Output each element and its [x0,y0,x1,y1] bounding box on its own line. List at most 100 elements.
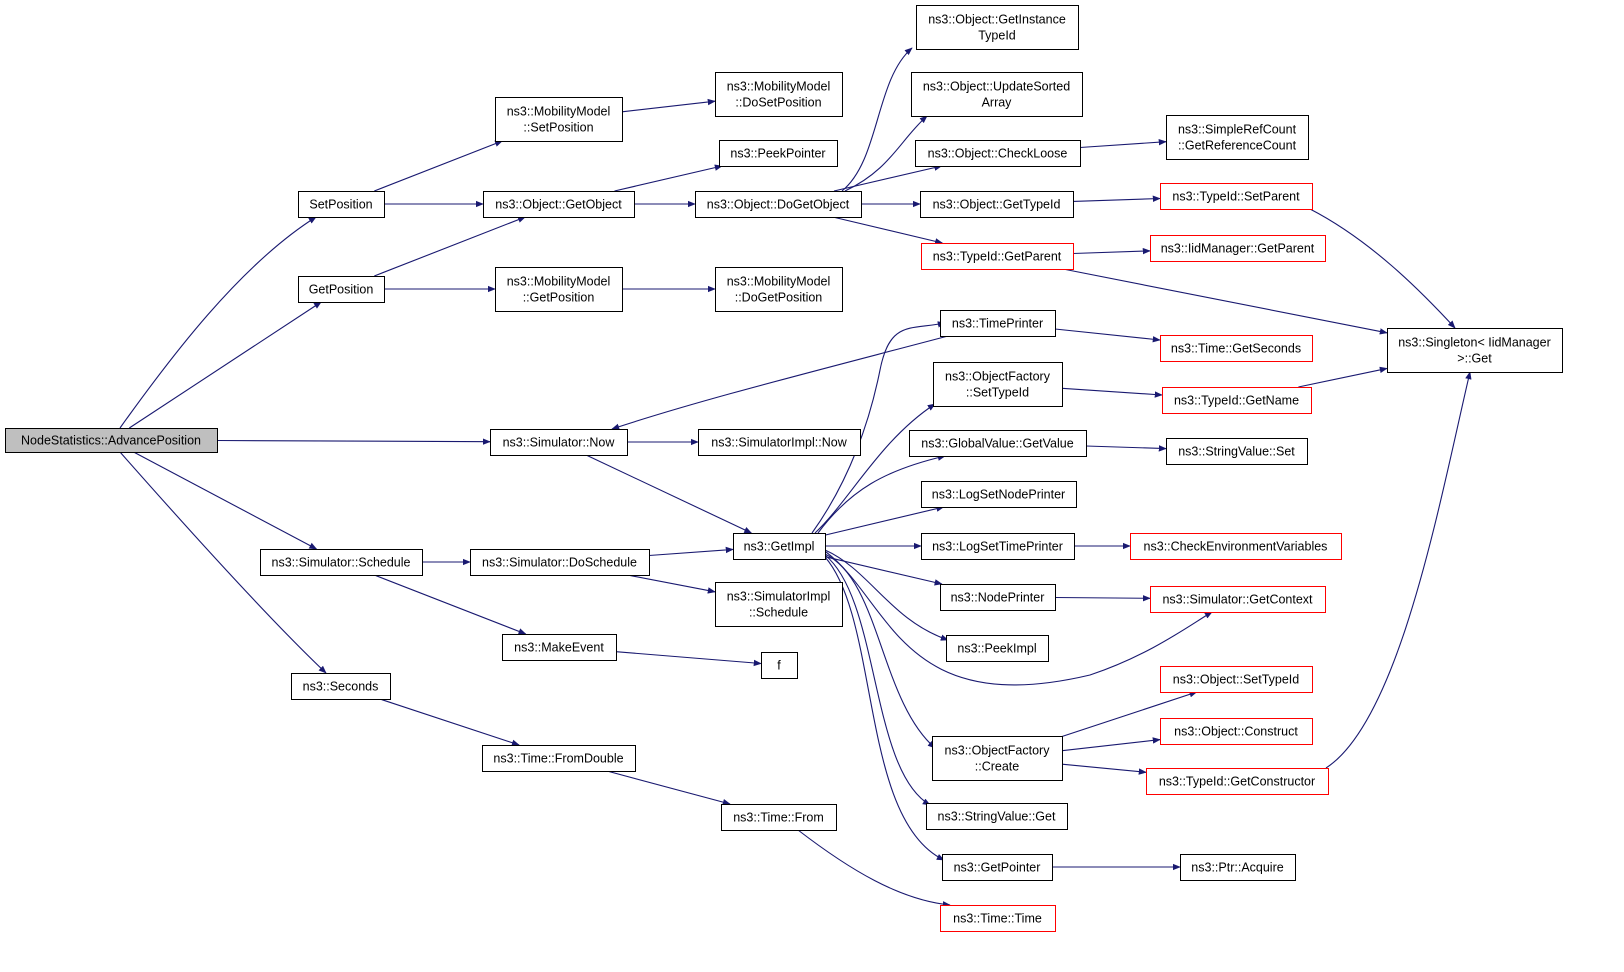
node-box [470,549,650,576]
node-checkenv[interactable]: ns3::CheckEnvironmentVariables [1130,533,1342,560]
node-label: Array [982,96,1013,110]
node-dogetobject[interactable]: ns3::Object::DoGetObject [695,191,862,218]
node-simnow[interactable]: ns3::Simulator::Now [490,429,628,456]
edge-gv_getvalue-to-sv_set [1085,445,1167,452]
node-getcontext[interactable]: ns3::Simulator::GetContext [1150,586,1326,613]
node-srefcount[interactable]: ns3::SimpleRefCount::GetReferenceCount [1166,115,1309,160]
node-box [1160,718,1313,745]
edge-timeprinter-to-time_getsec [1054,328,1161,343]
node-box [946,635,1049,662]
edge-root-to-seconds [119,451,327,674]
node-label: ns3::Object::CheckLoose [928,147,1068,161]
edge-nodeprinter-to-getcontext [1054,595,1151,602]
node-mm_getpos[interactable]: ns3::MobilityModel::GetPosition [495,267,623,312]
node-box [761,652,798,679]
node-sv_get[interactable]: ns3::StringValue::Get [926,803,1068,830]
edge-getimpl-to-of_settypeid [814,403,936,534]
node-timeprinter[interactable]: ns3::TimePrinter [940,310,1056,337]
edge-getimpl-to-sv_get [824,554,931,806]
node-getobject[interactable]: ns3::Object::GetObject [483,191,635,218]
node-nodeprinter[interactable]: ns3::NodePrinter [940,584,1056,611]
node-tid_getname[interactable]: ns3::TypeId::GetName [1162,387,1312,414]
node-timetime[interactable]: ns3::Time::Time [940,905,1056,932]
node-label: ns3::MobilityModel [507,105,611,119]
edge-getimpl-to-nodeprinter [824,556,943,586]
node-tid_getctor[interactable]: ns3::TypeId::GetConstructor [1146,768,1329,795]
node-box [1180,854,1296,881]
node-peekimpl[interactable]: ns3::PeekImpl [946,635,1049,662]
node-label: ns3::Ptr::Acquire [1191,861,1283,875]
node-mm_dogetpos[interactable]: ns3::MobilityModel::DoGetPosition [715,267,843,312]
node-obj_settypeid[interactable]: ns3::Object::SetTypeId [1160,666,1313,693]
node-box [5,428,218,453]
node-label: ns3::TypeId::GetName [1174,394,1299,408]
node-mm_dosetpos[interactable]: ns3::MobilityModel::DoSetPosition [715,72,843,117]
node-simimpl_now[interactable]: ns3::SimulatorImpl::Now [698,429,861,456]
node-peekpointer[interactable]: ns3::PeekPointer [719,140,838,167]
node-box [490,429,628,456]
edge-getpos-to-getobject [374,216,526,277]
node-logsettime[interactable]: ns3::LogSetTimePrinter [921,533,1075,560]
edge-doschedule-to-simimpl_sched [627,574,716,594]
node-setpos[interactable]: SetPosition [298,191,385,218]
edge-dogetobject-to-updsorted [844,115,928,192]
node-box [1160,183,1313,210]
node-label: ns3::SimpleRefCount [1178,123,1297,137]
edge-tid_getparent-to-singleton [1062,268,1388,335]
node-tid_setparent[interactable]: ns3::TypeId::SetParent [1160,183,1313,210]
node-timefrom[interactable]: ns3::Time::From [721,804,837,831]
node-time_getsec[interactable]: ns3::Time::GetSeconds [1160,335,1313,362]
node-makeevent[interactable]: ns3::MakeEvent [502,634,617,661]
node-sv_set[interactable]: ns3::StringValue::Set [1166,438,1308,465]
node-label: ns3::PeekImpl [957,642,1036,656]
node-obj_construct[interactable]: ns3::Object::Construct [1160,718,1313,745]
node-box [502,634,617,661]
node-checkloose[interactable]: ns3::Object::CheckLoose [915,140,1081,167]
node-gettypeid[interactable]: ns3::Object::GetTypeId [920,191,1074,218]
node-getpointer[interactable]: ns3::GetPointer [942,854,1053,881]
node-box [1160,335,1313,362]
node-of_create[interactable]: ns3::ObjectFactory::Create [932,736,1063,781]
node-label: ns3::ObjectFactory [945,744,1051,758]
node-schedule[interactable]: ns3::Simulator::Schedule [260,549,423,576]
node-box [698,429,861,456]
node-logsetnode[interactable]: ns3::LogSetNodePrinter [921,481,1077,508]
node-label: ns3::PeekPointer [730,147,825,161]
node-label: ns3::Simulator::DoSchedule [482,556,637,570]
node-box [940,310,1056,337]
node-label: ns3::TypeId::GetParent [933,250,1062,264]
edge-fromdouble-to-timefrom [606,770,731,806]
edge-tid_setparent-to-singleton [1309,208,1456,329]
node-fromdouble[interactable]: ns3::Time::FromDouble [482,745,636,772]
node-doschedule[interactable]: ns3::Simulator::DoSchedule [470,549,650,576]
node-box [932,736,1063,781]
node-f[interactable]: f [761,652,798,679]
node-mm_setpos[interactable]: ns3::MobilityModel::SetPosition [495,97,623,142]
edge-getobject-to-peekpointer [614,164,723,192]
edge-root-to-simnow [216,438,491,445]
node-label: ns3::TimePrinter [952,317,1043,331]
node-getimpl[interactable]: ns3::GetImpl [733,533,826,560]
edge-simnow-to-getimpl [585,454,753,534]
node-layer: NodeStatistics::AdvancePosition SetPositi… [5,5,1563,932]
node-box [940,584,1056,611]
edge-timeprinter-to-simnow [611,335,949,430]
node-seconds[interactable]: ns3::Seconds [291,673,391,700]
node-gv_getvalue[interactable]: ns3::GlobalValue::GetValue [909,430,1087,457]
node-of_settypeid[interactable]: ns3::ObjectFactory::SetTypeId [933,362,1063,407]
node-box [298,191,385,218]
node-box [1166,438,1308,465]
edge-getimpl-to-getpointer [824,556,945,861]
node-ptr_acquire[interactable]: ns3::Ptr::Acquire [1180,854,1296,881]
node-iid_getparent[interactable]: ns3::IidManager::GetParent [1150,235,1326,262]
node-root[interactable]: NodeStatistics::AdvancePosition [5,428,218,453]
node-label: ::Schedule [749,606,808,620]
node-getpos[interactable]: GetPosition [298,276,385,303]
node-box [715,72,843,117]
node-singleton[interactable]: ns3::Singleton< IidManager >::Get [1387,328,1563,373]
node-simimpl_sched[interactable]: ns3::SimulatorImpl::Schedule [715,582,843,627]
node-tid_getparent[interactable]: ns3::TypeId::GetParent [921,243,1074,270]
node-label: ns3::LogSetNodePrinter [932,488,1065,502]
